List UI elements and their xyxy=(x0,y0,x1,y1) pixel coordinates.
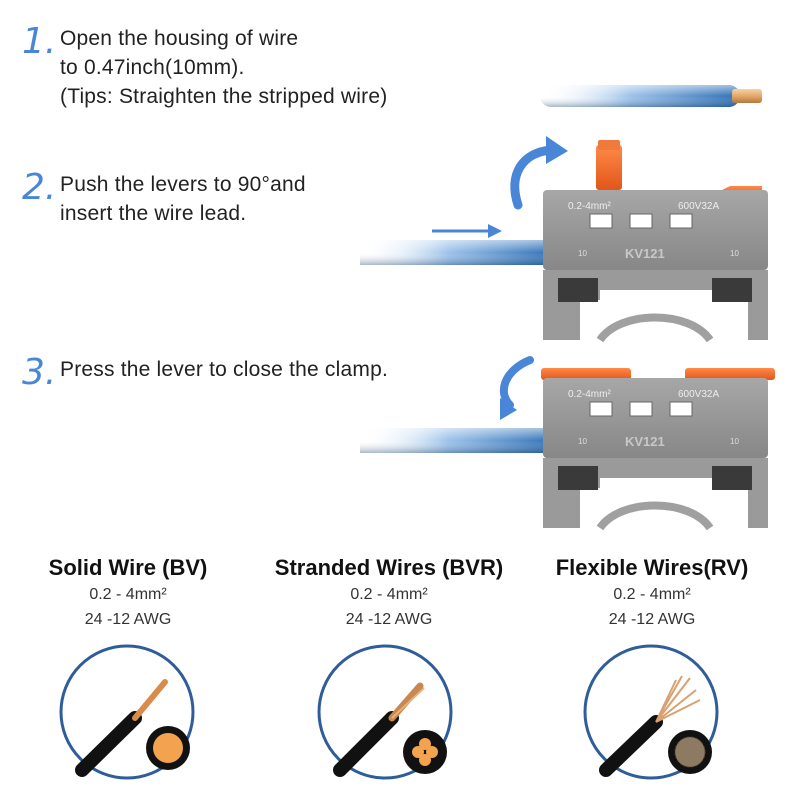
step-number: 1. xyxy=(22,21,57,62)
wire-type-title: Stranded Wires (BVR) xyxy=(274,555,504,580)
rotate-arrow-icon xyxy=(510,145,557,210)
stranded-wire-icon xyxy=(317,644,453,780)
step-1: 1. Open the housing of wire to 0.47inch(… xyxy=(22,24,387,111)
wire-type-size: 0.2 - 4mm² xyxy=(350,586,428,603)
strip-mark-left: 10 xyxy=(578,249,587,258)
strip-mark-left: 10 xyxy=(578,437,587,446)
wire-type-solid: Solid Wire (BV) 0.2 - 4mm² 24 -12 AWG xyxy=(0,555,258,631)
connector-open-illustration: 0.2-4mm² 600V32A KV121 10 10 xyxy=(360,136,768,343)
step-2: 2. Push the levers to 90°and insert the … xyxy=(22,170,306,228)
step-3: 3. Press the lever to close the clamp. xyxy=(22,355,388,391)
step-line: Push the levers to 90°and xyxy=(60,173,306,196)
step-line: (Tips: Straighten the stripped wire) xyxy=(60,85,388,108)
connector-rating-right: 600V32A xyxy=(678,389,719,400)
rotate-arrow-icon xyxy=(499,356,534,409)
solid-wire-icon xyxy=(59,644,195,780)
step-line: Open the housing of wire xyxy=(60,27,299,50)
step-line: to 0.47inch(10mm). xyxy=(60,56,245,79)
wire-type-stranded: Stranded Wires (BVR) 0.2 - 4mm² 24 -12 A… xyxy=(259,555,519,631)
step-number: 3. xyxy=(22,352,57,393)
strip-mark-right: 10 xyxy=(730,437,739,446)
step-line: Press the lever to close the clamp. xyxy=(60,358,388,381)
wire-type-title: Flexible Wires(RV) xyxy=(555,555,749,580)
flexible-wire-icon xyxy=(583,644,719,780)
step-line: insert the wire lead. xyxy=(60,202,247,225)
wire-type-size: 0.2 - 4mm² xyxy=(613,586,691,603)
wire-type-flexible: Flexible Wires(RV) 0.2 - 4mm² 24 -12 AWG xyxy=(522,555,782,631)
wire-type-title: Solid Wire (BV) xyxy=(48,555,208,580)
connector-rating-left: 0.2-4mm² xyxy=(568,201,611,212)
strip-mark-right: 10 xyxy=(730,249,739,258)
connector-model: KV121 xyxy=(625,246,665,261)
wire-type-awg: 24 -12 AWG xyxy=(84,611,172,628)
wire-type-size: 0.2 - 4mm² xyxy=(89,586,167,603)
connector-model: KV121 xyxy=(625,434,665,449)
connector-rating-left: 0.2-4mm² xyxy=(568,389,611,400)
step-number: 2. xyxy=(22,167,57,208)
connector-rating-right: 600V32A xyxy=(678,201,719,212)
wire-type-awg: 24 -12 AWG xyxy=(345,611,433,628)
connector-closed-illustration: 0.2-4mm² 600V32A KV121 10 10 xyxy=(360,356,775,531)
wire-type-awg: 24 -12 AWG xyxy=(608,611,696,628)
stripped-wire-icon xyxy=(540,85,762,107)
